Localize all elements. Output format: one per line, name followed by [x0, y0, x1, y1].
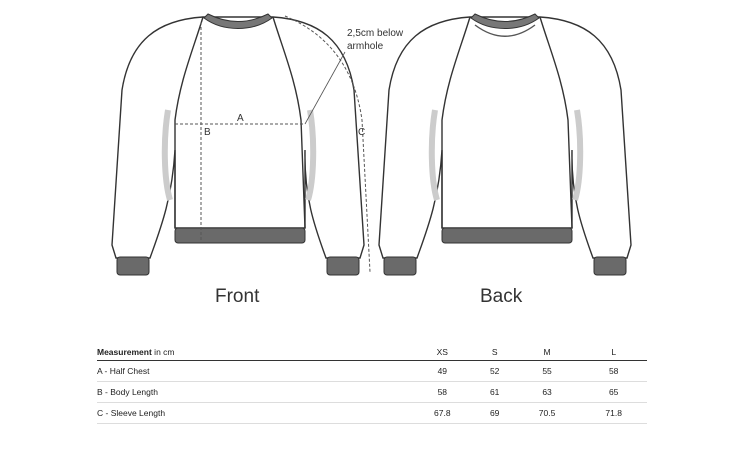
- cell: 67.8: [408, 402, 476, 424]
- table-row: C - Sleeve Length 67.8 69 70.5 71.8: [97, 402, 647, 424]
- row-label: A - Half Chest: [97, 360, 409, 382]
- front-sweater: [112, 14, 364, 275]
- cell: 63: [513, 381, 581, 403]
- back-sweater: [379, 14, 631, 275]
- back-label: Back: [480, 286, 523, 307]
- size-m: M: [513, 344, 581, 361]
- cell: 49: [408, 360, 476, 382]
- label-c: C: [358, 127, 365, 138]
- note-line: 2,5cm below: [347, 28, 404, 39]
- size-l: L: [580, 344, 647, 361]
- cell: 65: [580, 381, 647, 403]
- table-header: Measurement in cm XS S M L: [97, 344, 647, 361]
- row-label: B - Body Length: [97, 381, 409, 403]
- table-row: A - Half Chest 49 52 55 58: [97, 360, 647, 382]
- row-label: C - Sleeve Length: [97, 402, 409, 424]
- note-line: armhole: [347, 41, 384, 52]
- garment-illustration: A B C: [0, 0, 745, 300]
- cell: 61: [475, 381, 514, 403]
- cell: 58: [580, 360, 647, 382]
- label-b: B: [204, 127, 211, 138]
- label-a: A: [237, 113, 244, 124]
- measurement-lines: [175, 15, 371, 273]
- cell: 58: [408, 381, 476, 403]
- size-s: S: [475, 344, 514, 361]
- cell: 55: [513, 360, 581, 382]
- cell: 70.5: [513, 402, 581, 424]
- armhole-note: 2,5cm below armhole: [347, 27, 403, 53]
- cell: 52: [475, 360, 514, 382]
- table-row: B - Body Length 58 61 63 65: [97, 381, 647, 403]
- size-xs: XS: [408, 344, 476, 361]
- header-measurement: Measurement in cm: [97, 344, 409, 361]
- front-label: Front: [215, 286, 260, 307]
- size-table: Measurement in cm XS S M L A - Half Ches…: [97, 344, 647, 424]
- cell: 69: [475, 402, 514, 424]
- cell: 71.8: [580, 402, 647, 424]
- note-leader: [304, 51, 346, 125]
